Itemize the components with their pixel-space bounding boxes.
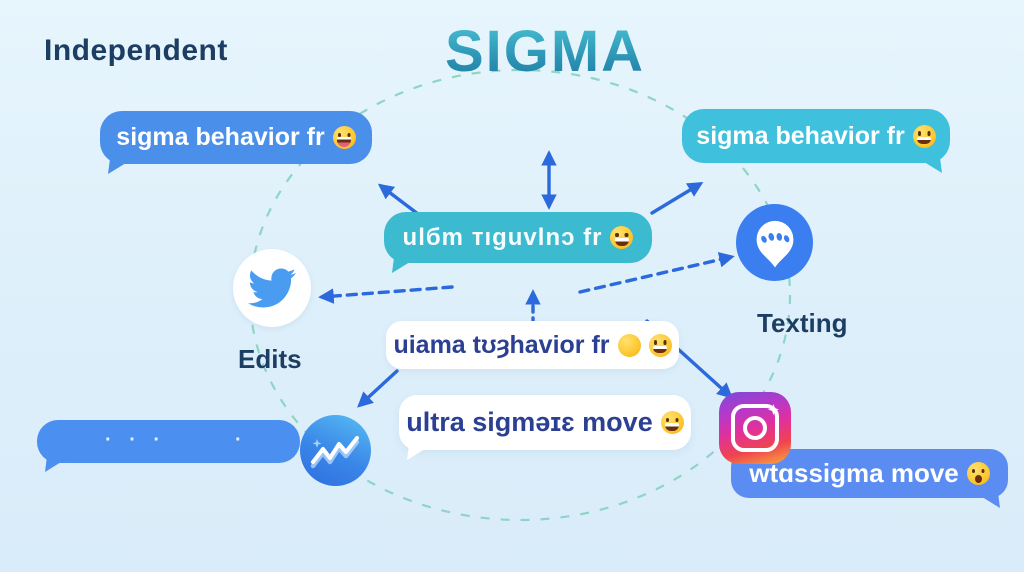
tongue-emoji xyxy=(332,126,356,149)
grin-emoji xyxy=(912,124,936,148)
instagram-icon xyxy=(719,392,791,464)
message-bubble-top-right: sigma behavior fr xyxy=(682,109,950,163)
twitter-icon xyxy=(233,249,311,327)
bubble-text: sigma behavior fr xyxy=(696,121,905,150)
bubble-text: ultra sigmәɪɛ move xyxy=(406,407,653,437)
bubble-text: ulбm тıguvlnɔ fr xyxy=(402,223,603,251)
arrow-to-top-right-bubble xyxy=(650,181,704,215)
texting-icon xyxy=(736,204,813,281)
sparkle-icon xyxy=(768,404,779,415)
chat-bubble-pin-icon xyxy=(756,220,793,268)
surprised-emoji xyxy=(966,462,990,485)
message-bubble-white-2: ultra sigmәɪɛ move xyxy=(399,395,691,450)
message-bubble-top-left: sigma behavior fr xyxy=(100,111,372,164)
arrow-to-twitter-icon xyxy=(318,285,454,304)
page-title: SIGMA xyxy=(444,19,646,84)
twitter-bird-icon xyxy=(248,268,296,308)
label-edits: Edits xyxy=(238,344,302,374)
message-bubble-center: ulбm тıguvlnɔ fr xyxy=(384,212,652,263)
arrow-to-chart-icon xyxy=(357,369,399,408)
dashed-ring xyxy=(248,68,792,522)
sparkle-icon xyxy=(312,438,321,448)
arrow-to-texting-icon xyxy=(578,252,735,294)
blank-face-emoji xyxy=(617,333,641,357)
grin-emoji xyxy=(660,411,684,434)
grin-emoji xyxy=(610,226,634,249)
trend-line-icon xyxy=(310,435,359,468)
grin-emoji xyxy=(648,333,672,357)
label-texting: Texting xyxy=(757,308,848,338)
bubble-text: sigma behavior fr xyxy=(116,123,325,151)
chart-icon xyxy=(300,415,371,486)
arrow-to-top-left-bubble xyxy=(377,183,420,216)
typing-indicator-bar: · · · · xyxy=(37,420,300,463)
typing-dot: · xyxy=(235,429,248,451)
label-independent: Independent xyxy=(44,34,228,67)
typing-dots: · · · xyxy=(105,429,167,451)
bubble-text: wtɑssigma move xyxy=(749,458,959,488)
bubble-text: uiama tʊȝhavior fr xyxy=(393,330,610,359)
message-bubble-white-1: uiama tʊȝhavior fr xyxy=(386,321,679,369)
